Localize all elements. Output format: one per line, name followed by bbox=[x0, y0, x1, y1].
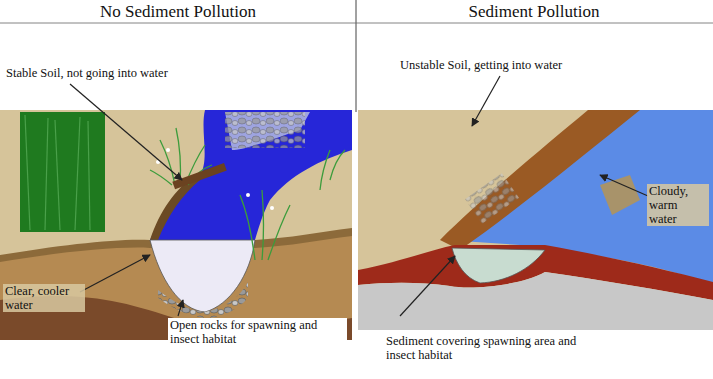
grass bbox=[150, 128, 345, 260]
callout-label: Unstable Soil, getting into water bbox=[398, 58, 702, 72]
riffle bbox=[225, 112, 310, 150]
leader-arrow bbox=[70, 76, 648, 316]
sediment-cover bbox=[452, 248, 545, 283]
panel-heading: Sediment Pollution bbox=[469, 2, 600, 21]
flowers bbox=[156, 148, 274, 210]
log bbox=[172, 163, 226, 189]
ground-layer bbox=[358, 272, 713, 330]
heading-rule bbox=[0, 23, 713, 24]
exposed-rocks bbox=[465, 173, 519, 223]
sediment-bar bbox=[600, 175, 640, 215]
callout-label: Stable Soil, not going into water bbox=[4, 66, 258, 80]
callout-label: Cloudy, warm water bbox=[647, 184, 709, 226]
panel-heading: No Sediment Pollution bbox=[100, 2, 256, 21]
open-rocks bbox=[158, 282, 248, 318]
land-right bbox=[358, 110, 713, 330]
callout-label: Clear, cooler water bbox=[3, 284, 85, 312]
clear-water bbox=[150, 110, 352, 240]
callout-label: Sediment covering spawning area and inse… bbox=[384, 334, 608, 362]
callout-label: Open rocks for spawning and insect habit… bbox=[168, 318, 347, 346]
riffle-stones bbox=[225, 112, 305, 148]
shrub bbox=[20, 112, 105, 232]
grass bbox=[25, 115, 90, 230]
land-left bbox=[0, 110, 352, 340]
divider bbox=[356, 0, 357, 112]
